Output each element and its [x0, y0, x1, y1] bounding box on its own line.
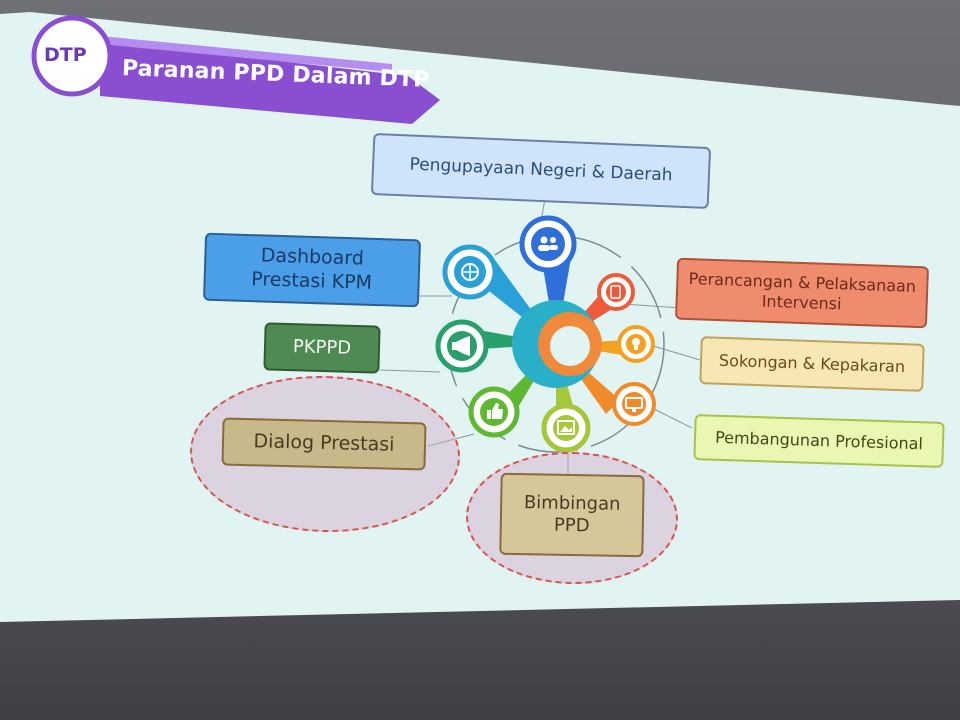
title-banner	[100, 40, 440, 124]
box-perancangan: Perancangan & Pelaksanaan Intervensi	[674, 257, 930, 329]
node-top	[519, 215, 577, 273]
box-dashboard: Dashboard Prestasi KPM	[202, 232, 422, 308]
box-sokongan: Sokongan & Kepakaran	[699, 336, 925, 392]
node-right-bottom	[612, 382, 656, 426]
box-pembangunan: Pembangunan Profesional	[693, 414, 945, 468]
monitor-icon	[625, 397, 643, 412]
document-icon	[610, 285, 621, 299]
thumbs-up-icon	[487, 403, 503, 419]
node-right-top	[597, 273, 635, 311]
box-sokongan-label: Sokongan & Kepakaran	[718, 350, 906, 377]
box-bimbingan: Bimbingan PPD	[499, 472, 645, 558]
slide-background	[0, 12, 960, 622]
picture-icon	[557, 420, 575, 435]
lightbulb-icon	[632, 338, 640, 350]
box-perancangan-label: Perancangan & Pelaksanaan Intervensi	[688, 269, 917, 314]
box-dialog-label: Dialog Prestasi	[253, 430, 395, 456]
box-dialog-prestasi: Dialog Prestasi	[221, 417, 427, 471]
box-pembangunan-label: Pembangunan Profesional	[714, 427, 924, 454]
megaphone-icon	[452, 336, 470, 356]
box-bimbingan-label: Bimbingan PPD	[523, 491, 621, 537]
box-pkppd: PKPPD	[263, 322, 381, 374]
badge-circle	[31, 15, 113, 97]
people-icon	[538, 236, 558, 251]
globe-gear-icon	[461, 263, 479, 281]
badge-label: DTP	[44, 44, 87, 66]
box-pkppd-label: PKPPD	[292, 335, 352, 359]
box-dashboard-label: Dashboard Prestasi KPM	[250, 244, 373, 294]
box-pengupayaan-label: Pengupayaan Negeri & Daerah	[409, 154, 673, 186]
hub-center	[550, 326, 590, 366]
